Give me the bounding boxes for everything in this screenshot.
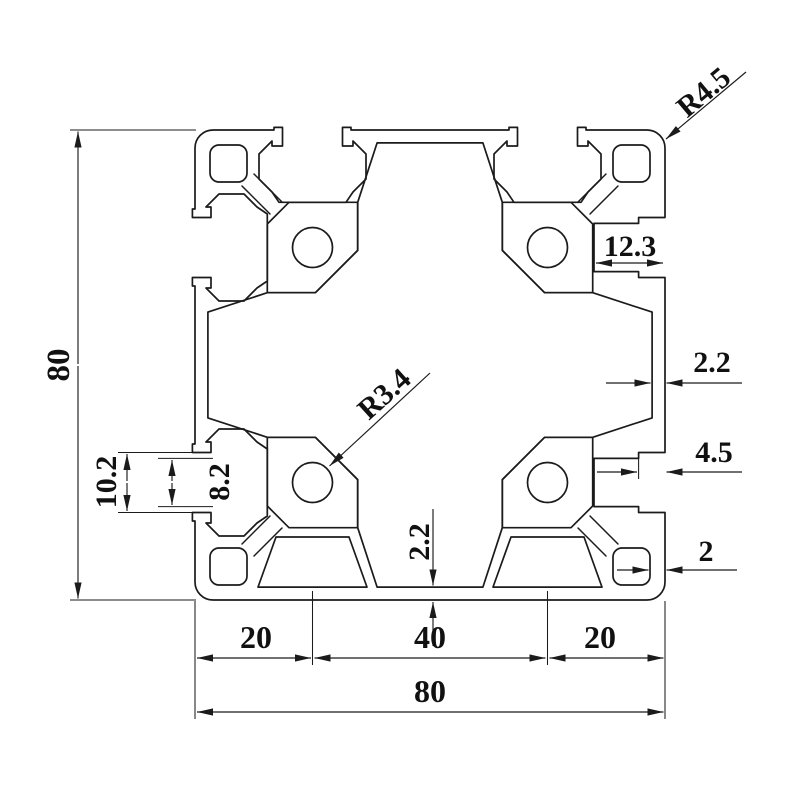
boss-top-left (266, 201, 359, 294)
extension-lines (70, 129, 666, 719)
dim-overall-height: 80 (41, 131, 82, 599)
dim-bore-radius: R3.4 (329, 362, 431, 467)
corner-cavity-top-left (209, 144, 248, 183)
center-cavity (207, 142, 653, 588)
dim-bottom-segments: 20 40 20 (197, 619, 664, 662)
dim-label-channel-depth: 12.3 (604, 230, 657, 263)
dim-label-corner-radius: R4.5 (670, 61, 737, 124)
corner-webs (241, 173, 619, 557)
dim-corner-wall: 2 (617, 535, 737, 574)
bore-circle-bottom-right (526, 461, 569, 504)
dim-label-slot-inner: 8.2 (203, 463, 236, 501)
dim-bottom-wall: 2.2 (403, 509, 437, 646)
dim-label-lip-depth: 4.5 (695, 436, 733, 469)
dimension-annotations: 80 10.2 8.2 R4.5 12.3 2.2 (41, 61, 747, 719)
web-line (241, 185, 271, 215)
dim-label-slot-outer: 10.2 (90, 456, 123, 509)
dim-slot-inner: 8.2 (168, 460, 236, 505)
bore-circle-bottom-left (291, 461, 334, 504)
bore-circle-top-left (291, 226, 334, 269)
dim-channel-depth: 12.3 (596, 230, 663, 267)
dim-label-seg-right: 20 (584, 619, 616, 655)
dim-label-corner-wall: 2 (699, 535, 714, 568)
dim-corner-radius: R4.5 (665, 61, 747, 140)
dim-label-seg-mid: 40 (414, 619, 446, 655)
dim-label-seg-left: 20 (240, 619, 272, 655)
dim-overall-width: 80 (197, 673, 664, 716)
web-line (589, 185, 619, 215)
profile-outline (191, 126, 666, 601)
dim-slot-outer: 10.2 (90, 454, 131, 511)
dim-lip-depth: 4.5 (597, 436, 742, 476)
dim-label-side-wall: 2.2 (693, 346, 731, 379)
bore-circle-top-right (526, 226, 569, 269)
corner-cavity-bottom-right (612, 547, 651, 586)
leader-line (665, 71, 747, 140)
web-line (589, 515, 619, 545)
profile-section (191, 126, 666, 601)
web-line (253, 173, 283, 203)
web-line (253, 527, 283, 557)
boss-top-right (501, 201, 594, 294)
dim-label-height: 80 (41, 349, 77, 382)
web-line (241, 515, 271, 545)
trapezoid-cavity-right (492, 536, 603, 588)
corner-cavity-bottom-left (209, 547, 248, 586)
corner-cavity-top-right (612, 144, 651, 183)
dim-label-bore-radius: R3.4 (351, 362, 417, 426)
web-line (577, 173, 607, 203)
dim-side-wall: 2.2 (606, 346, 742, 387)
leader-line (329, 372, 431, 467)
trapezoid-cavity-left (257, 536, 368, 588)
dim-label-width: 80 (414, 673, 446, 709)
boss-bottom-right (501, 436, 594, 529)
boss-bottom-left (266, 436, 359, 529)
dim-label-bottom-wall: 2.2 (403, 523, 436, 561)
web-line (577, 527, 607, 557)
